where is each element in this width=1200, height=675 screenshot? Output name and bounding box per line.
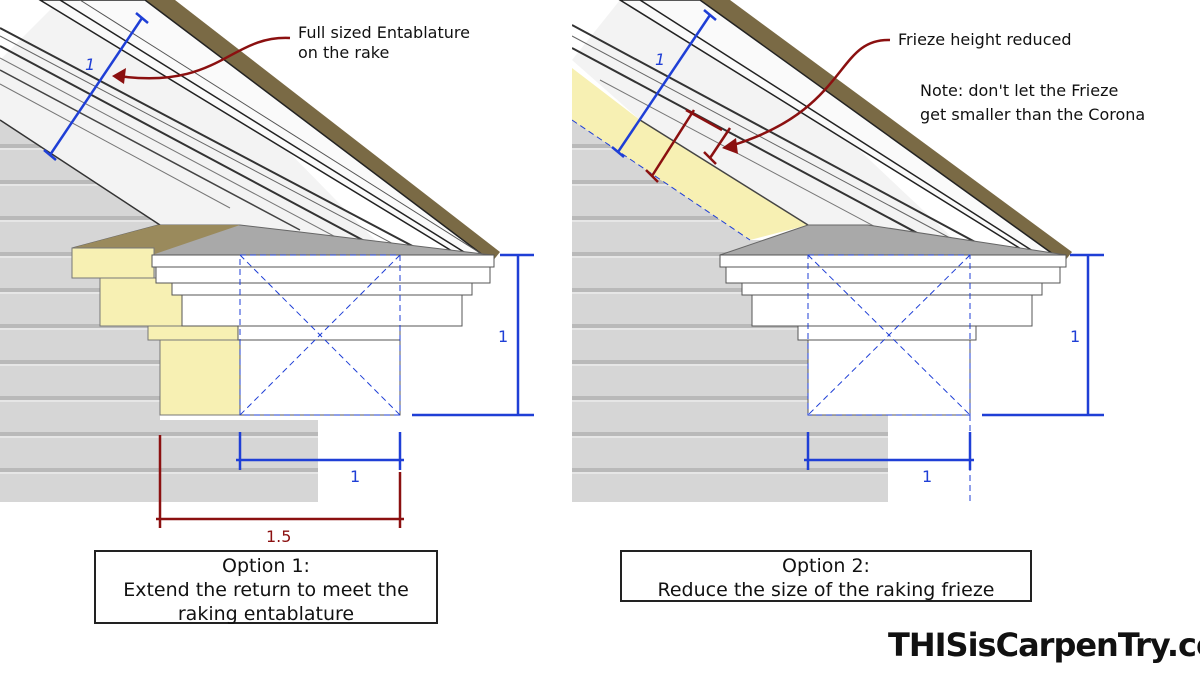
caption-1-line3: raking entablature bbox=[177, 603, 355, 625]
height-dimension-2 bbox=[982, 253, 1104, 417]
reduced-frieze bbox=[572, 68, 808, 240]
caption-1-line1: Option 1: bbox=[222, 555, 310, 577]
rake-dimension-2 bbox=[611, 9, 717, 158]
height-dim-label-1: 1 bbox=[498, 327, 508, 346]
note-line2: get smaller than the Corona bbox=[920, 105, 1145, 124]
return-dimension-1 bbox=[156, 435, 404, 528]
height-dim-label-2: 1 bbox=[1070, 327, 1080, 346]
width-dimension-2 bbox=[804, 432, 974, 470]
height-dimension-1 bbox=[412, 253, 534, 417]
annotation-1-line2: on the rake bbox=[298, 43, 389, 62]
caption-option-1: Option 1: Extend the return to meet the … bbox=[94, 550, 438, 625]
width-dimension-1 bbox=[236, 432, 404, 470]
rake-dim-label-2: 1 bbox=[655, 50, 665, 69]
roof-edge bbox=[700, 0, 1072, 262]
rake-dimension-1 bbox=[43, 12, 149, 161]
extended-return bbox=[71, 247, 241, 416]
hidden-lines bbox=[239, 254, 401, 416]
note-line1: Note: don't let the Frieze bbox=[920, 81, 1118, 100]
annotation-1-line1: Full sized Entablature bbox=[298, 23, 470, 42]
roof-edge bbox=[145, 0, 500, 262]
panel-option-2 bbox=[572, 0, 1072, 502]
raking-entablature bbox=[0, 0, 421, 261]
panel-option-1 bbox=[0, 0, 500, 502]
caption-1-line2: Extend the return to meet the bbox=[123, 579, 409, 601]
width-dim-label-1: 1 bbox=[350, 467, 360, 486]
frieze-dimension-2 bbox=[645, 108, 732, 183]
caption-2-line1: Option 2: bbox=[782, 555, 870, 577]
caption-2-line2: Reduce the size of the raking frieze bbox=[657, 579, 995, 601]
annotation-2: Frieze height reduced bbox=[898, 30, 1071, 49]
annotation-arrow-1 bbox=[117, 36, 291, 80]
annotation-arrow-2 bbox=[729, 38, 891, 148]
raking-entablature bbox=[572, 0, 991, 257]
siding-wall bbox=[572, 120, 888, 502]
width-dim-label-2: 1 bbox=[922, 467, 932, 486]
brand-logo: THISisCarpenTry.com bbox=[888, 626, 1200, 664]
rake-dim-label-1: 1 bbox=[85, 55, 95, 74]
return-dim-label-1: 1.5 bbox=[266, 527, 291, 546]
caption-option-2: Option 2: Reduce the size of the raking … bbox=[620, 550, 1032, 602]
